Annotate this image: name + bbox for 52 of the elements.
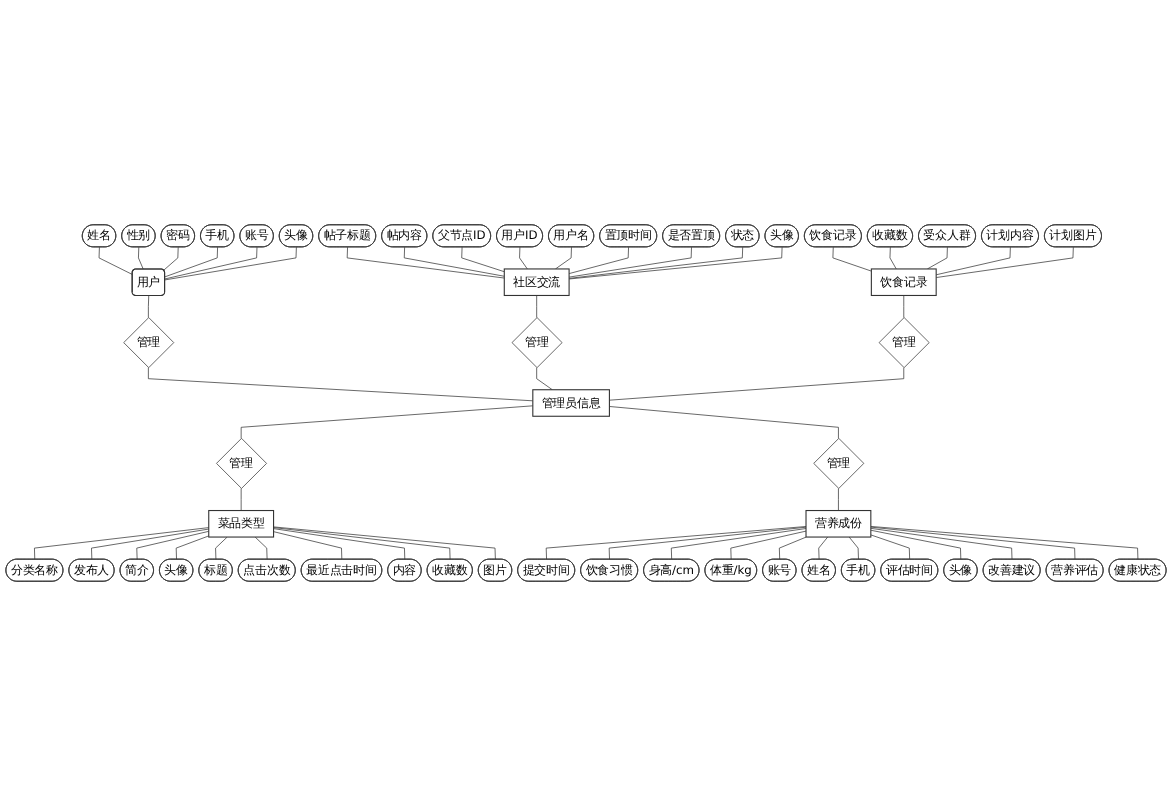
connector — [536, 367, 553, 391]
connector — [818, 536, 829, 560]
connector — [346, 246, 505, 279]
connector — [98, 246, 133, 275]
connector — [889, 246, 897, 270]
connector — [175, 535, 210, 560]
connector — [903, 295, 905, 318]
connector — [148, 295, 150, 318]
connector — [838, 488, 839, 511]
connector — [608, 526, 807, 560]
connector — [778, 536, 807, 560]
connector — [870, 529, 962, 560]
connector — [215, 536, 228, 560]
connector — [568, 246, 783, 280]
connector — [461, 246, 505, 273]
connector — [832, 246, 872, 272]
connector — [870, 526, 1139, 560]
connector — [164, 246, 258, 280]
connector — [91, 528, 210, 560]
connector — [545, 526, 807, 560]
connector — [555, 246, 572, 270]
connector — [273, 526, 496, 560]
connector — [273, 527, 451, 560]
connector — [927, 246, 948, 270]
connector — [164, 246, 297, 281]
connector — [568, 246, 744, 279]
connector — [870, 527, 1013, 560]
connector — [730, 530, 807, 560]
connector — [273, 528, 406, 560]
connector — [536, 295, 538, 318]
connector — [935, 246, 1011, 276]
connector — [164, 246, 218, 278]
connector — [136, 530, 210, 560]
connector — [670, 528, 807, 560]
connector — [870, 534, 911, 560]
connector — [403, 246, 505, 277]
connector — [254, 536, 268, 560]
connector — [935, 246, 1074, 278]
connector — [273, 531, 343, 560]
connector — [240, 405, 534, 439]
connector — [34, 527, 210, 560]
connector — [848, 536, 859, 560]
connector — [870, 526, 1076, 560]
connector — [138, 246, 144, 270]
connector — [568, 246, 629, 274]
connector — [609, 367, 905, 401]
connector — [240, 488, 242, 511]
connector — [609, 406, 839, 439]
connector — [163, 246, 179, 271]
connector — [148, 367, 534, 402]
connector — [519, 246, 528, 270]
connector — [568, 246, 692, 278]
